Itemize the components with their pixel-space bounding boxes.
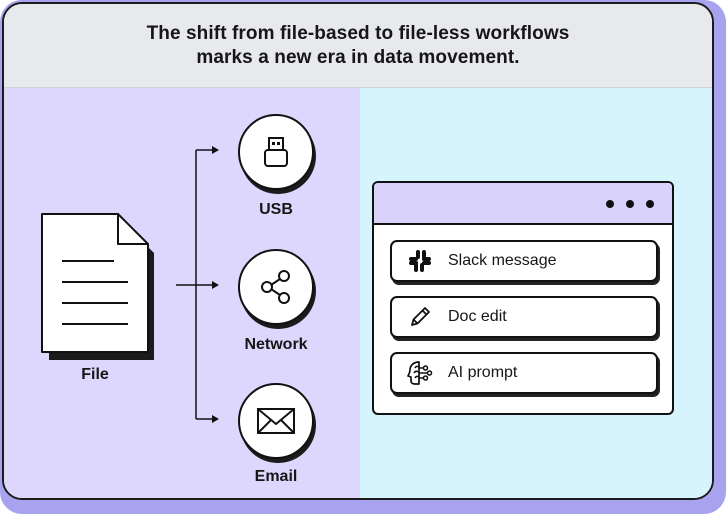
email-label: Email (254, 468, 298, 485)
document-icon (41, 213, 154, 360)
ai-prompt-item: AI prompt (390, 352, 658, 394)
file-label: File (81, 366, 109, 383)
window-title-bar (374, 183, 672, 225)
email-node (238, 383, 314, 459)
envelope-icon (257, 408, 295, 434)
app-window: Slack message Doc edit AI promp (372, 181, 674, 415)
ai-prompt-label: AI prompt (448, 364, 518, 381)
header: The shift from file-based to file-less w… (4, 4, 712, 88)
window-dot (646, 200, 654, 208)
arrowheads (212, 146, 219, 423)
branch-connector (176, 149, 214, 420)
network-label: Network (244, 336, 308, 353)
ai-head-icon (407, 361, 433, 385)
pencil-icon (411, 307, 430, 326)
network-node (238, 249, 314, 325)
usb-label: USB (259, 201, 293, 218)
usb-node (238, 114, 314, 190)
usb-icon (264, 137, 288, 167)
slack-message-item: Slack message (390, 240, 658, 282)
share-network-icon (261, 270, 290, 304)
doc-edit-item: Doc edit (390, 296, 658, 338)
doc-edit-label: Doc edit (448, 308, 507, 325)
headline: The shift from file-based to file-less w… (146, 22, 570, 68)
slack-icon (409, 250, 431, 272)
slack-message-label: Slack message (448, 252, 557, 269)
window-dot (626, 200, 634, 208)
window-dot (606, 200, 614, 208)
